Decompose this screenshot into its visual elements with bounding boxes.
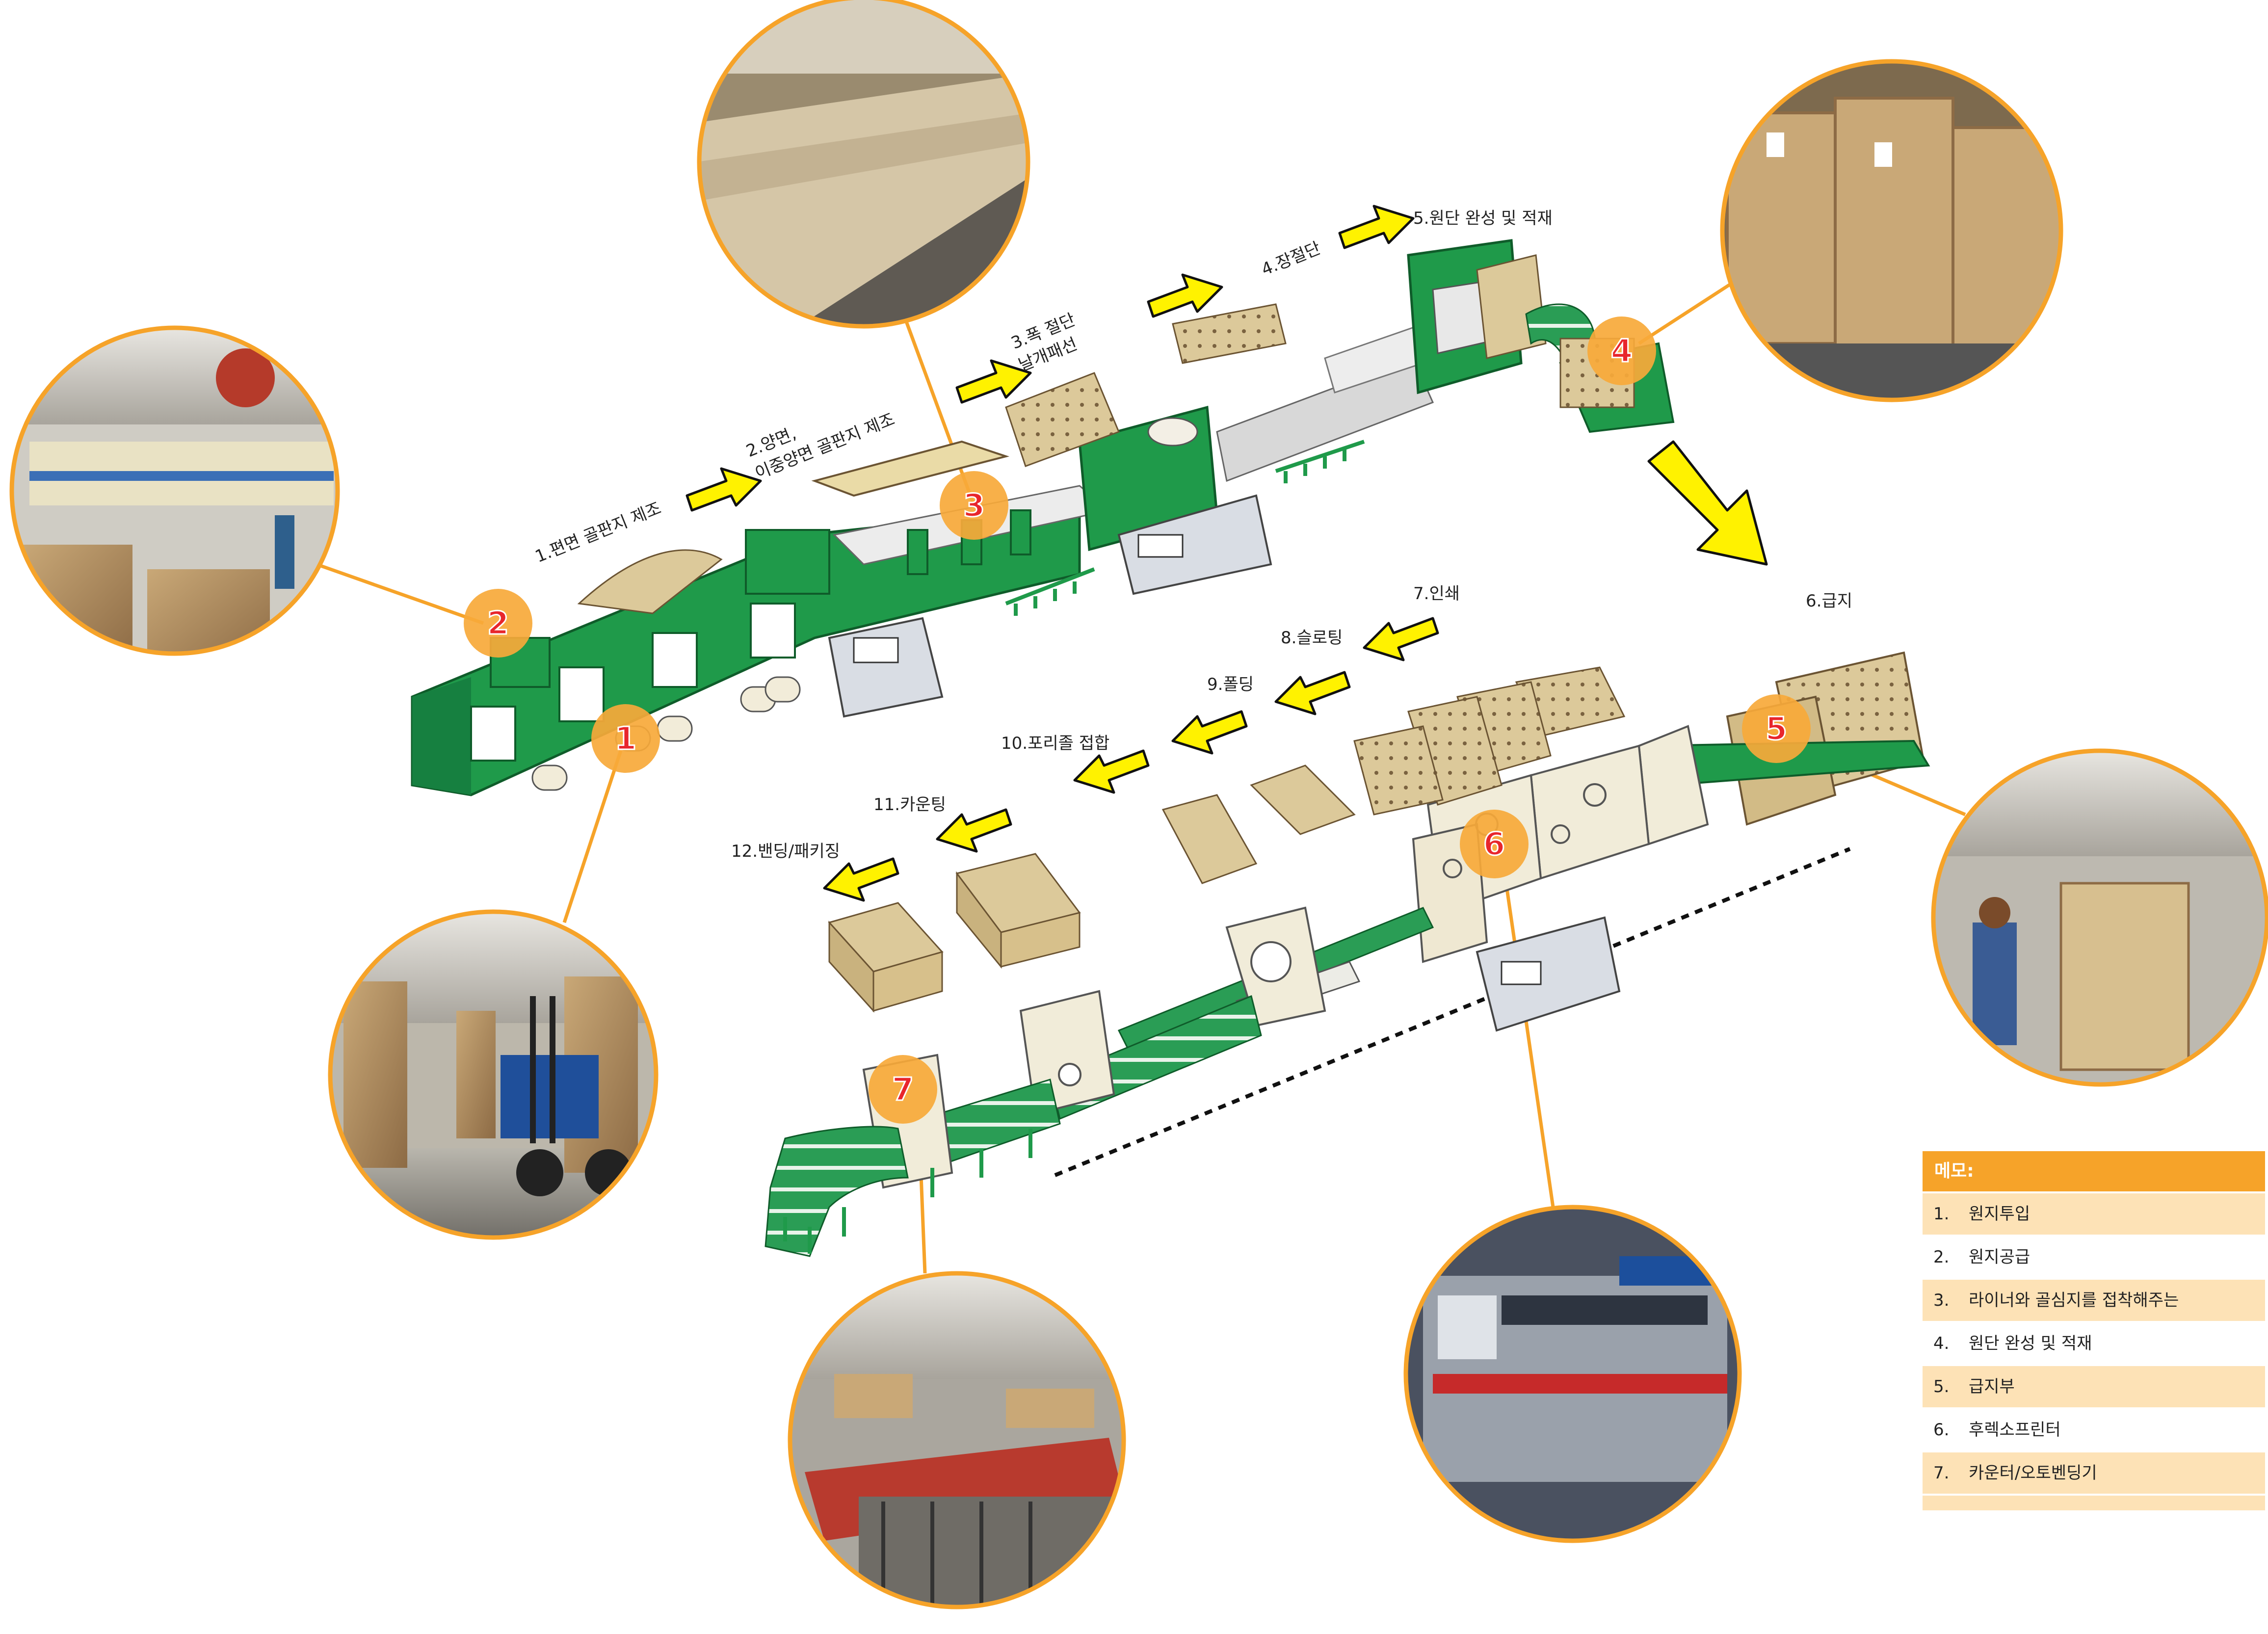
badge-number: 1 (615, 721, 637, 757)
badge-circle (1742, 694, 1811, 763)
memo-item: 7. 카운터/오토벤딩기 (1923, 1450, 2265, 1494)
step-label-8: 8.슬로팅 (1281, 628, 1343, 648)
step-label-6: 6.급지 (1806, 591, 1852, 611)
memo-item-number: 3. (1933, 1291, 1950, 1310)
memo-item-number: 1. (1933, 1204, 1950, 1224)
memo-item: 1. 원지투입 (1923, 1191, 2265, 1235)
memo-item: 6. 후렉소프린터 (1923, 1407, 2265, 1450)
badge-number: 3 (963, 488, 985, 524)
badge-circle (1587, 316, 1656, 385)
badge-number: 6 (1483, 826, 1505, 863)
memo-item-text: 원지공급 (1969, 1247, 2031, 1267)
step-badge-4: 4 (1587, 316, 1656, 385)
step-badge-3: 3 (940, 471, 1008, 540)
step-label-9: 9.폴딩 (1207, 675, 1254, 694)
badge-number: 5 (1766, 711, 1788, 747)
step-label-7: 7.인쇄 (1413, 584, 1460, 604)
memo-item-text: 원단 완성 및 적재 (1969, 1334, 2092, 1353)
step-badge-6: 6 (1460, 810, 1529, 878)
badge-circle (1460, 810, 1529, 878)
memo-footer (1923, 1494, 2265, 1510)
memo-item-text: 라이너와 골심지를 접착해주는 (1969, 1291, 2179, 1310)
flow-arrows (686, 205, 1768, 902)
memo-item-text: 후렉소프린터 (1969, 1420, 2061, 1440)
badge-circle (940, 471, 1008, 540)
badge-circle (591, 704, 660, 773)
memo-item-text: 원지투입 (1969, 1204, 2031, 1224)
memo-list: 1. 원지투입 2. 원지공급 3. 라이너와 골심지를 접착해주는 4. 원단 완성 … (1923, 1191, 2265, 1494)
floor-line (1054, 847, 1851, 1177)
step-badge-1: 1 (591, 704, 660, 773)
memo-title: 메모: (1923, 1151, 2265, 1191)
badge-number: 7 (892, 1072, 914, 1108)
memo-item-text: 급지부 (1969, 1377, 2015, 1397)
step-badge-2: 2 (464, 589, 532, 658)
memo-item-number: 4. (1933, 1334, 1950, 1353)
badge-number: 2 (487, 606, 509, 642)
corrugator-line (411, 239, 1675, 796)
memo-item-number: 7. (1933, 1463, 1950, 1483)
memo-item: 3. 라이너와 골심지를 접착해주는 (1923, 1278, 2265, 1321)
memo-item-number: 2. (1933, 1247, 1950, 1267)
photo-flexo-printer (1403, 1205, 1742, 1543)
memo-item: 2. 원지공급 (1923, 1235, 2265, 1278)
step-label-11: 11.카운팅 (873, 795, 946, 815)
badge-number: 4 (1611, 333, 1633, 369)
step-label-10: 10.포리졸 접합 (1001, 734, 1110, 753)
memo-item-number: 5. (1933, 1377, 1950, 1397)
photo-raw-paper-input (328, 909, 659, 1240)
memo-legend: 메모: 1. 원지투입 2. 원지공급 3. 라이너와 골심지를 접착해주는 4. 원단… (1923, 1151, 2265, 1510)
step-label-5: 5.원단 완성 및 적재 (1413, 209, 1553, 228)
board-products-lower (828, 666, 1626, 1013)
step-badge-7: 7 (869, 1055, 937, 1124)
badge-circle (869, 1055, 937, 1124)
memo-item: 5. 급지부 (1923, 1364, 2265, 1407)
memo-item: 4. 원단 완성 및 적재 (1923, 1321, 2265, 1364)
memo-item-number: 6. (1933, 1420, 1950, 1440)
board-products-upper (1005, 303, 1287, 467)
step-badge-5: 5 (1742, 694, 1811, 763)
badge-circle (464, 589, 532, 658)
step-label-12: 12.밴딩/패키징 (731, 842, 840, 861)
memo-item-text: 카운터/오토벤딩기 (1969, 1463, 2097, 1483)
